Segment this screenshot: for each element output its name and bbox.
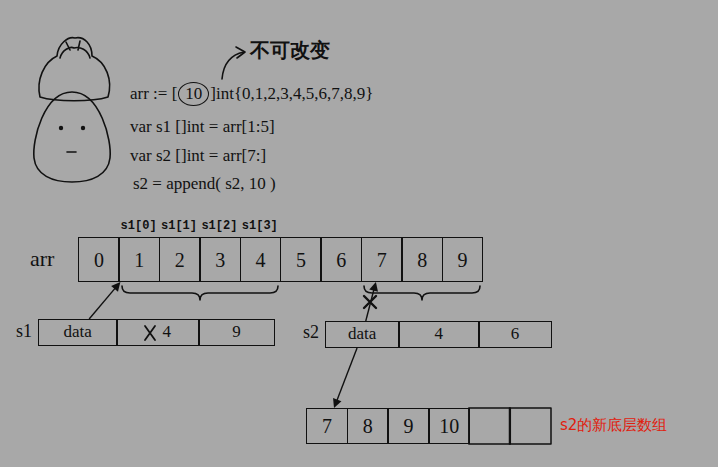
array-cell: 3 [199, 237, 241, 282]
character-head [34, 92, 110, 182]
node-text: 5 [296, 249, 306, 271]
node-text: 10 [185, 85, 202, 104]
array-name: arr [30, 246, 54, 272]
character-mouth [67, 151, 76, 153]
array-cell: 8 [401, 237, 443, 282]
node-text: 9 [232, 323, 241, 342]
node-text: 6 [511, 325, 520, 344]
empty-cell [510, 408, 552, 444]
note-red: s2的新底层数组 [560, 416, 667, 434]
pointer-arrow [366, 282, 378, 321]
arrow-head [333, 398, 341, 408]
pointer-arrow [89, 282, 120, 319]
array-cell: 2 [159, 237, 201, 282]
new-array-cell: 8 [347, 408, 389, 444]
node-text: data [348, 325, 376, 344]
code-line: var s2 []int = arr[7:] [130, 146, 266, 166]
s1-brace [122, 286, 278, 300]
slice-field: 4 [116, 319, 200, 346]
node-text: 4 [163, 323, 172, 342]
code-line: var s1 []int = arr[1:5] [130, 117, 275, 137]
array-cell: 4 [240, 237, 282, 282]
node-text: 7 [377, 249, 387, 271]
node-text: 8 [417, 249, 427, 271]
annotation: 不可改变 [250, 38, 330, 62]
index-label: s1[2] [201, 219, 237, 233]
new-array-cell: 7 [306, 408, 348, 444]
slice-field: data [38, 319, 118, 346]
node-text: 2 [175, 249, 185, 271]
pointer-line [366, 289, 374, 321]
node-text: 1 [134, 249, 144, 271]
index-label: s1[1] [161, 219, 197, 233]
array-cell: 9 [442, 237, 484, 282]
node-text: 10 [439, 415, 459, 437]
pointer-line [89, 287, 116, 319]
index-label: s1[0] [121, 219, 157, 233]
character-hat [39, 38, 110, 101]
node-text: 4 [256, 249, 266, 271]
slice-field: 4 [398, 321, 480, 348]
new-array-cell: 10 [428, 408, 470, 444]
node-text: 6 [336, 249, 346, 271]
code-line: ]int{0,1,2,3,4,5,6,7,8,9} [210, 84, 373, 104]
node-text: 7 [322, 415, 332, 437]
character-eye [81, 126, 85, 130]
array-cell: 7 [361, 237, 403, 282]
node-text: 4 [435, 325, 444, 344]
node-text: 9 [458, 249, 468, 271]
array-cell: 1 [118, 237, 160, 282]
node-text: 3 [215, 249, 225, 271]
circled-number: 10 [178, 82, 209, 106]
node-text: data [64, 323, 92, 342]
code-line: arr := [ [130, 84, 177, 104]
slice-name: s1 [16, 321, 32, 343]
node-text: 0 [94, 249, 104, 271]
slice-name: s2 [303, 322, 319, 344]
array-cell: 6 [320, 237, 362, 282]
character-hat-line [60, 41, 90, 58]
array-cell: 0 [78, 237, 120, 282]
slice-field: 9 [198, 319, 275, 346]
index-label: s1[3] [242, 219, 278, 233]
pointer-line [337, 348, 358, 401]
arrow-head [369, 282, 378, 292]
new-array-cell: 9 [387, 408, 429, 444]
code-line: s2 = append( s2, 10 ) [133, 174, 276, 194]
circle-arrow-head [236, 47, 245, 58]
s2-brace [364, 286, 480, 300]
len-cross-mark [145, 326, 155, 340]
slice-field: data [325, 321, 400, 348]
arrow-head [111, 282, 120, 292]
pointer-arrow [333, 348, 357, 408]
empty-cell [469, 408, 511, 444]
node-text: 8 [363, 415, 373, 437]
character-eye [59, 126, 63, 130]
node-text: 9 [403, 415, 413, 437]
array-cell: 5 [280, 237, 322, 282]
slice-field: 6 [478, 321, 552, 348]
